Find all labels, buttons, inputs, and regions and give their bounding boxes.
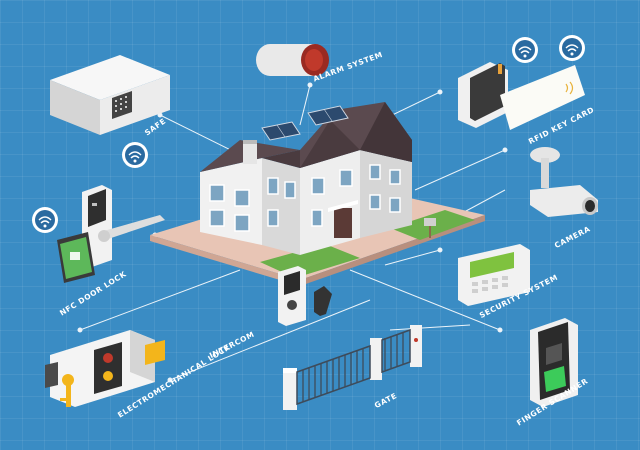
wifi-icon xyxy=(559,35,585,61)
safe-box xyxy=(50,55,170,135)
nfc-door-lock xyxy=(57,185,165,283)
rfid-card xyxy=(500,65,585,130)
house xyxy=(200,102,436,255)
gate xyxy=(283,325,422,410)
electromechanical-lock xyxy=(45,330,165,407)
alarm-siren xyxy=(256,44,329,76)
wifi-icon xyxy=(32,207,58,233)
intercom-panel xyxy=(278,266,332,326)
security-system-panel xyxy=(458,244,530,306)
finger-scanner xyxy=(530,318,578,407)
security-camera xyxy=(530,147,598,217)
wifi-icon xyxy=(512,37,538,63)
rfid-reader xyxy=(458,62,508,128)
wifi-icon xyxy=(122,142,148,168)
wifi-badges xyxy=(32,35,585,233)
